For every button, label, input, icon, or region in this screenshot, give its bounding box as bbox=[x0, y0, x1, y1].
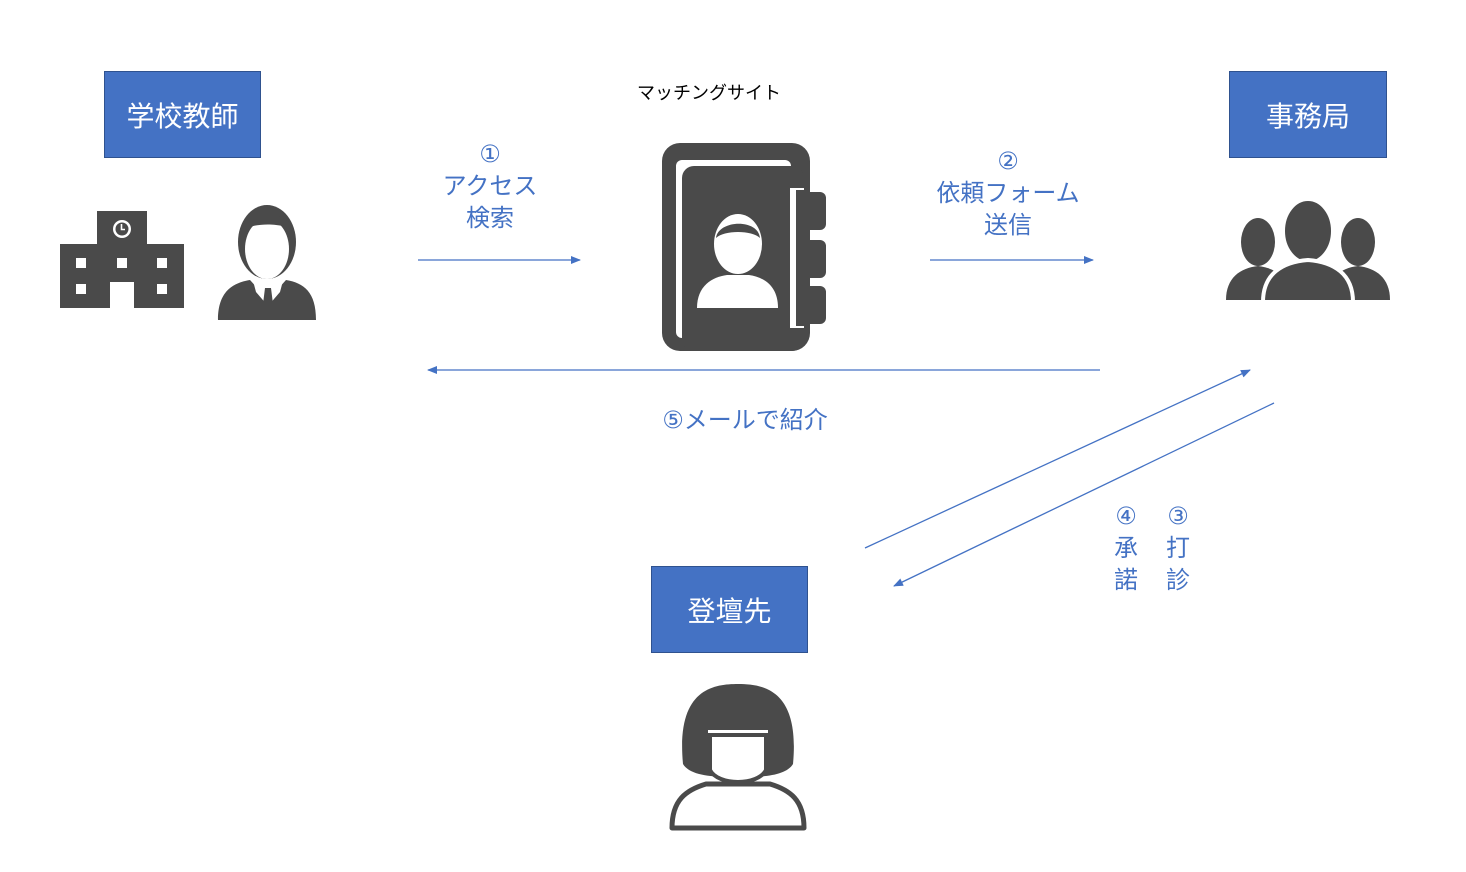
step3-label: ③ 打 診 bbox=[1160, 500, 1196, 596]
step2-label: ② 依頼フォーム 送信 bbox=[918, 145, 1098, 241]
step2-line2: 送信 bbox=[984, 211, 1032, 239]
step1-label: ① アクセス 検索 bbox=[420, 138, 560, 234]
matching-site-label: マッチングサイト bbox=[637, 83, 781, 104]
step1-number: ① bbox=[479, 140, 501, 168]
step5-label: ⑤メールで紹介 bbox=[662, 406, 828, 434]
arrow-step4 bbox=[864, 369, 1251, 549]
school-building-icon bbox=[60, 211, 184, 308]
teacher-box: 学校教師 bbox=[104, 71, 261, 158]
step3-number: ③ bbox=[1167, 502, 1189, 530]
step2-line1: 依頼フォーム bbox=[936, 179, 1080, 207]
step4-label: ④ 承 諾 bbox=[1108, 500, 1144, 596]
group-icon bbox=[1226, 197, 1390, 304]
step4-number: ④ bbox=[1115, 502, 1137, 530]
speaker-box: 登壇先 bbox=[651, 566, 808, 653]
step1-line2: 検索 bbox=[466, 204, 514, 232]
arrow-step3 bbox=[893, 402, 1275, 587]
office-box: 事務局 bbox=[1229, 71, 1387, 158]
step3-char1: 打 bbox=[1166, 534, 1190, 562]
teacher-icon bbox=[218, 205, 316, 320]
step3-char2: 診 bbox=[1166, 566, 1190, 594]
woman-icon bbox=[669, 684, 807, 831]
step4-char2: 諾 bbox=[1114, 566, 1138, 594]
address-book-icon bbox=[662, 143, 826, 351]
step4-char1: 承 bbox=[1114, 534, 1138, 562]
step2-number: ② bbox=[997, 147, 1019, 175]
step1-line1: アクセス bbox=[442, 172, 538, 200]
